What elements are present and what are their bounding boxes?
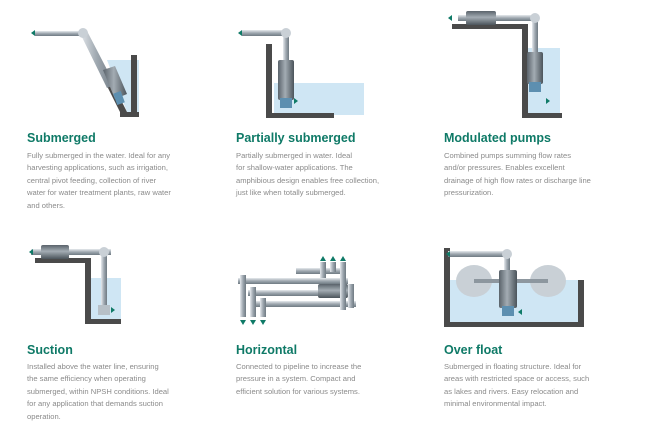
- card-description: Installed above the water line, ensuring…: [27, 362, 169, 421]
- card-title: Horizontal: [236, 343, 298, 357]
- card-description: Fully submerged in the water. Ideal for …: [27, 151, 171, 210]
- over-float-illustration: [444, 248, 584, 327]
- card-title: Partially submerged: [236, 131, 356, 145]
- submerged-illustration: [31, 28, 139, 117]
- horizontal-illustration: [238, 256, 356, 325]
- suction-illustration: [29, 245, 121, 324]
- partially-submerged-illustration: [238, 28, 364, 118]
- card-title: Suction: [27, 343, 73, 357]
- modulated-pumps-illustration: [448, 11, 562, 118]
- card-title: Modulated pumps: [444, 131, 551, 145]
- card-title: Submerged: [27, 131, 96, 145]
- card-description: Submerged in floating structure. Ideal f…: [444, 362, 590, 409]
- card-title: Over float: [444, 343, 503, 357]
